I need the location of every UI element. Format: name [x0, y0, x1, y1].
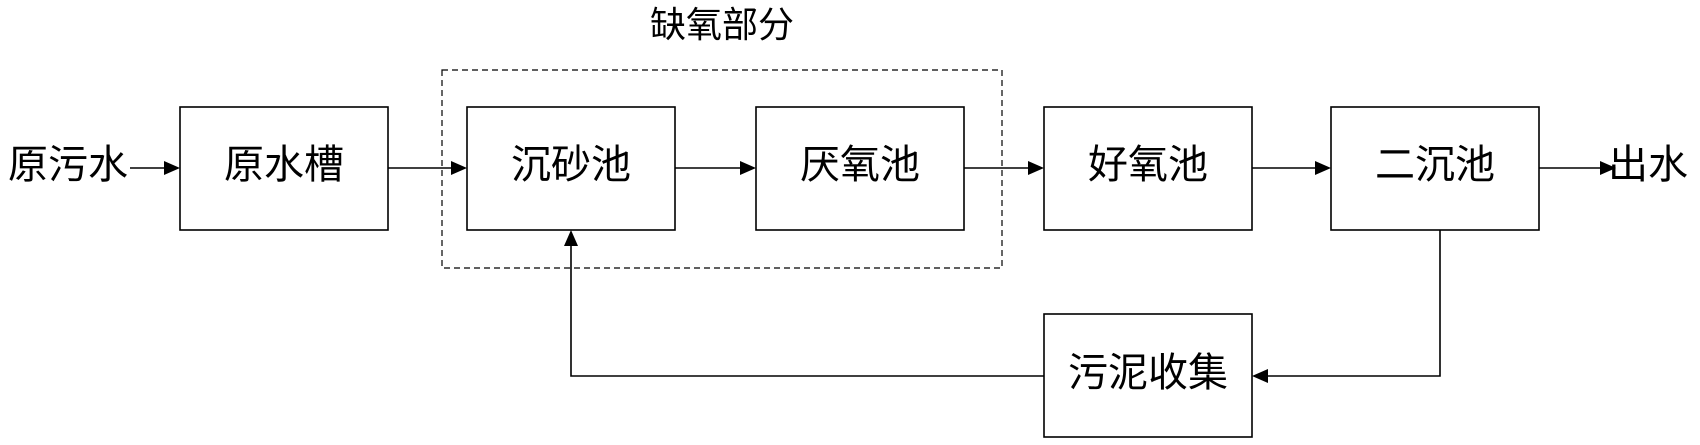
- node-raw-tank-label: 原水槽: [224, 142, 344, 188]
- arrow-sludge-return-to-grit-chamber: [564, 230, 1044, 377]
- node-sludge-collection: 污泥收集: [1043, 313, 1253, 438]
- arrow-clarifier-to-sludge-collection: [1252, 230, 1441, 383]
- node-secondary-clarifier: 二沉池: [1330, 106, 1540, 231]
- anoxic-section-title: 缺氧部分: [650, 5, 794, 46]
- node-sludge-collection-label: 污泥收集: [1068, 350, 1228, 396]
- node-grit-chamber-label: 沉砂池: [511, 142, 631, 188]
- arrow-input-to-raw-tank: [130, 161, 180, 175]
- arrow-secondary-clarifier-to-output: [1539, 161, 1616, 175]
- arrow-aerobic-to-secondary-clarifier: [1252, 161, 1331, 175]
- arrow-raw-tank-to-grit-chamber: [388, 161, 467, 175]
- node-anaerobic-label: 厌氧池: [800, 142, 920, 188]
- arrow-anaerobic-to-aerobic: [964, 161, 1044, 175]
- node-aerobic-label: 好氧池: [1088, 142, 1208, 188]
- anoxic-section-boundary: [441, 69, 1003, 269]
- arrow-grit-chamber-to-anaerobic: [675, 161, 756, 175]
- node-secondary-clarifier-label: 二沉池: [1375, 142, 1495, 188]
- node-raw-tank: 原水槽: [179, 106, 389, 231]
- node-aerobic: 好氧池: [1043, 106, 1253, 231]
- input-label: 原污水: [8, 142, 128, 188]
- node-grit-chamber: 沉砂池: [466, 106, 676, 231]
- output-label: 出水: [1608, 142, 1688, 188]
- node-anaerobic: 厌氧池: [755, 106, 965, 231]
